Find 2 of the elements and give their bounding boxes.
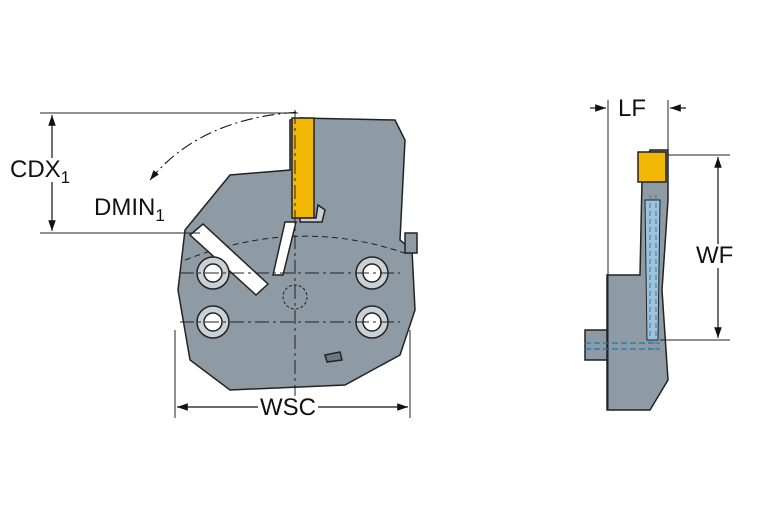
dimension-label: CDX$_{1}$ — [8, 158, 72, 182]
dimension-label: WF — [694, 244, 736, 268]
